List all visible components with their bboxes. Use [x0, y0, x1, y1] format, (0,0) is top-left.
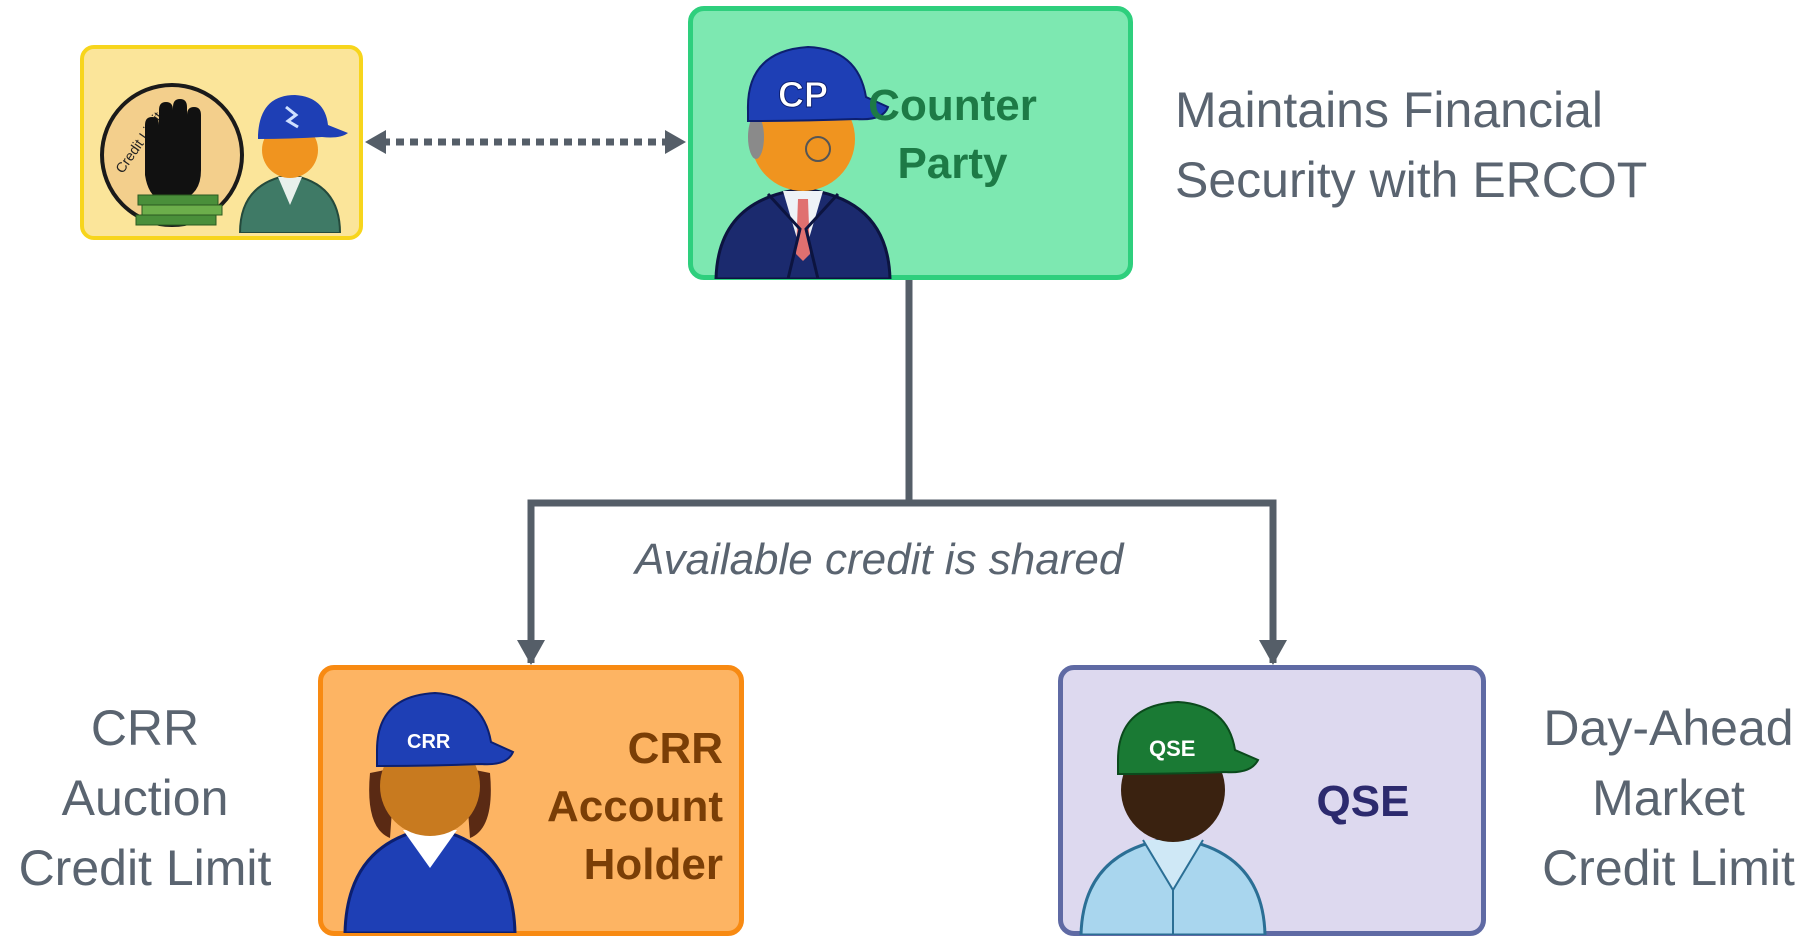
- counter-party-card: CP Counter Party: [688, 6, 1133, 280]
- counter-party-note-line1: Maintains Financial: [1175, 82, 1603, 138]
- cap-label-crr: CRR: [407, 731, 451, 753]
- qse-title: QSE: [1316, 777, 1410, 826]
- dotted-link-arrow: [365, 130, 686, 154]
- crr-holder-title-line2: Account: [547, 782, 723, 831]
- money-stack-icon: [135, 194, 223, 226]
- qse-note-line2: Market: [1592, 770, 1745, 826]
- qse-note-line3: Credit Limit: [1542, 840, 1795, 896]
- shared-credit-note: Available credit is shared: [635, 535, 1124, 584]
- crr-note-line2: Auction: [61, 770, 229, 826]
- crr-account-holder-card: CRR CRR Account Holder: [318, 665, 744, 936]
- qse-card: QSE QSE: [1058, 665, 1486, 936]
- arrow-to-crr: [517, 640, 545, 665]
- arrow-to-qse: [1259, 640, 1287, 665]
- person-avatar-icon: [238, 95, 348, 233]
- counter-party-title: Counter Party: [865, 77, 1040, 193]
- crr-note: CRR Auction Credit Limit: [0, 693, 290, 903]
- tree-connector: [527, 280, 1277, 663]
- credit-limit-card: Credit Limit: [80, 45, 363, 240]
- crr-holder-title-line3: Holder: [583, 840, 723, 889]
- crr-holder-title-line1: CRR: [627, 724, 723, 773]
- counter-party-title-line2: Party: [897, 139, 1008, 188]
- stop-hand-icon: [145, 99, 201, 200]
- qse-note: Day-Ahead Market Credit Limit: [1520, 693, 1817, 903]
- crr-holder-avatar-icon: CRR: [343, 691, 517, 933]
- crr-holder-title: CRR Account Holder: [498, 720, 723, 894]
- credit-limit-illustration: Credit Limit: [100, 83, 348, 233]
- cap-label-qse: QSE: [1149, 736, 1195, 761]
- cap-label-cp: CP: [778, 74, 828, 115]
- qse-avatar-icon: QSE: [1079, 700, 1267, 935]
- counter-party-note-line2: Security with ERCOT: [1175, 152, 1648, 208]
- counter-party-note: Maintains Financial Security with ERCOT: [1175, 75, 1647, 215]
- counter-party-avatar-icon: CP: [714, 45, 892, 279]
- crr-note-line3: Credit Limit: [18, 840, 272, 896]
- crr-note-line1: CRR: [90, 700, 200, 756]
- counter-party-title-line1: Counter: [868, 81, 1037, 130]
- qse-note-line1: Day-Ahead: [1543, 700, 1794, 756]
